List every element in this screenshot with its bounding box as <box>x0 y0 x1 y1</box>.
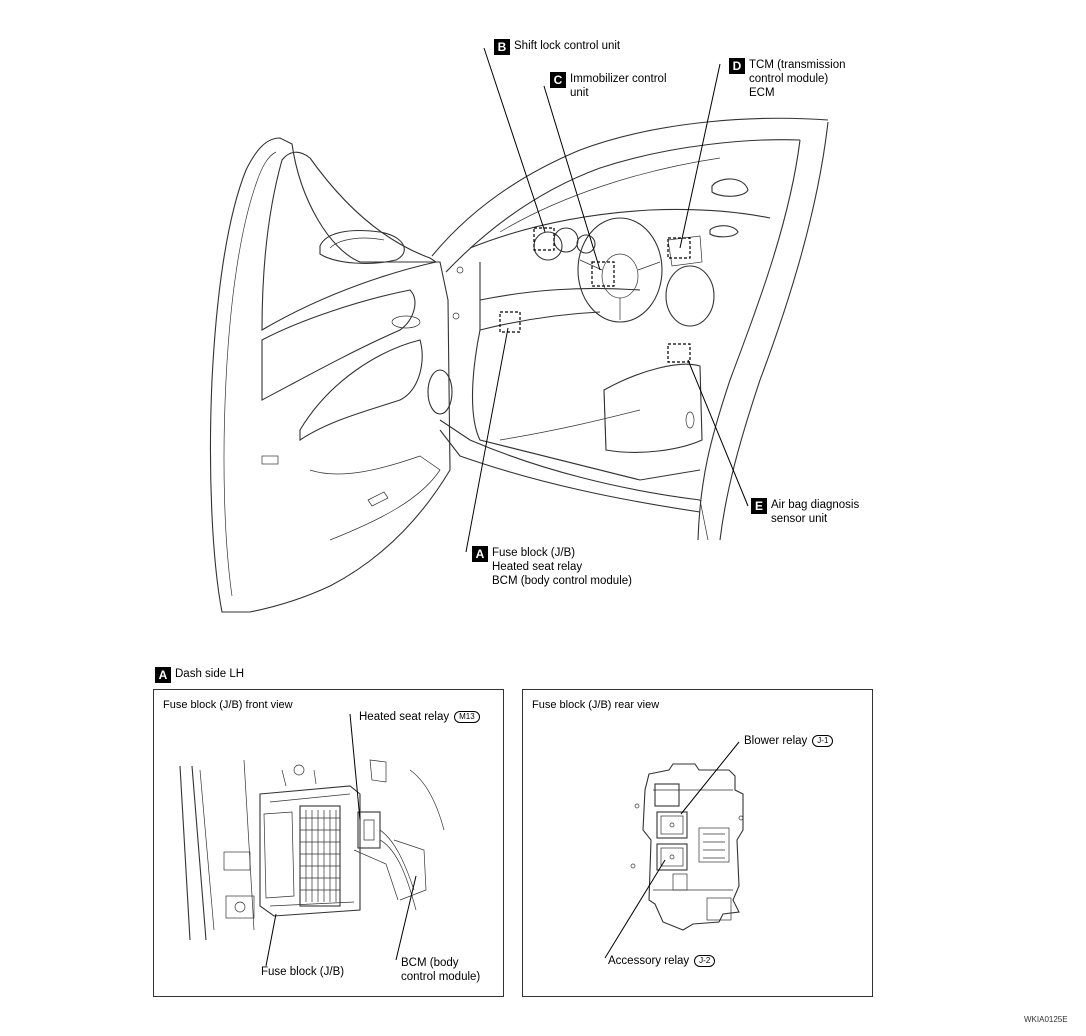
callout-d-line: ECM <box>749 87 775 99</box>
blower-relay-connector: J-1 <box>812 734 834 747</box>
bcm-label-line: BCM (body <box>401 957 459 969</box>
callout-d-badge: D <box>729 58 745 74</box>
callout-e: E Air bag diagnosis sensor unit <box>751 498 859 526</box>
callout-c: C Immobilizer control unit <box>550 72 667 100</box>
bcm-label-line: control module) <box>401 971 481 983</box>
callout-b-badge: B <box>494 39 510 55</box>
detail-section-label: Dash side LH <box>175 668 245 680</box>
blower-relay-text: Blower relay <box>744 735 808 747</box>
detail-section-badge: A <box>155 667 171 683</box>
callout-e-line: Air bag diagnosis <box>771 499 860 511</box>
detail-section-title: A Dash side LH <box>155 667 244 683</box>
callout-c-badge: C <box>550 72 566 88</box>
front-view-title: Fuse block (J/B) front view <box>163 699 293 711</box>
callout-c-line: Immobilizer control <box>570 73 667 85</box>
fuse-block-rear-illustration <box>604 741 744 959</box>
callout-d-line: control module) <box>749 73 829 85</box>
heated-seat-relay-label: Heated seat relay M13 <box>359 710 480 724</box>
callout-a-line: BCM (body control module) <box>492 575 632 587</box>
callout-b-line: Shift lock control unit <box>514 40 621 52</box>
callout-a-line: Heated seat relay <box>492 561 583 573</box>
car-interior-illustration <box>209 47 829 613</box>
bcm-label: BCM (body control module) <box>401 956 480 984</box>
callout-a-line: Fuse block (J/B) <box>492 547 576 559</box>
heated-seat-relay-text: Heated seat relay <box>359 711 450 723</box>
callout-e-badge: E <box>751 498 767 514</box>
accessory-relay-text: Accessory relay <box>608 955 690 967</box>
callout-c-line: unit <box>570 87 589 99</box>
heated-seat-relay-connector: M13 <box>454 710 480 723</box>
fuse-block-front-illustration <box>179 713 445 967</box>
callout-d: D TCM (transmission control module) ECM <box>729 58 845 100</box>
fuse-grid <box>300 810 340 902</box>
fuse-block-label: Fuse block (J/B) <box>261 966 345 978</box>
front-view-panel: Fuse block (J/B) front view Heated seat … <box>153 689 504 997</box>
callout-a-badge: A <box>472 546 488 562</box>
callout-e-line: sensor unit <box>771 513 828 525</box>
figure-code: WKIA0125E <box>1024 1015 1068 1024</box>
accessory-relay-connector: J-2 <box>694 954 716 967</box>
rear-view-title: Fuse block (J/B) rear view <box>532 699 660 711</box>
blower-relay-label: Blower relay J-1 <box>744 734 834 748</box>
callout-b: B Shift lock control unit <box>494 39 620 55</box>
accessory-relay-label: Accessory relay J-2 <box>608 954 716 968</box>
callout-d-line: TCM (transmission <box>749 59 846 71</box>
